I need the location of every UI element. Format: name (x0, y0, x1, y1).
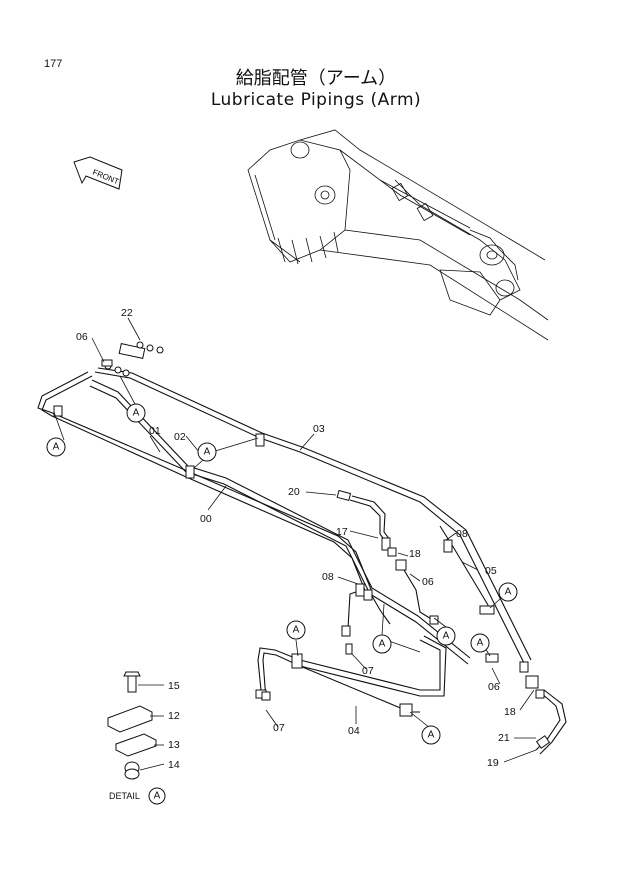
ref-marker-a-7: A (470, 633, 490, 653)
callout-21: 21 (498, 732, 510, 744)
page-number: 177 (44, 58, 63, 70)
callout-08-right: 08 (456, 528, 468, 540)
ref-marker-a-2: A (126, 403, 146, 423)
detail-ref-letter: A (154, 791, 161, 802)
part-number-callouts: 22 06 01 02 03 20 00 17 08 18 05 06 08 0… (76, 307, 516, 771)
callout-19: 19 (487, 757, 499, 769)
svg-text:A: A (133, 408, 140, 419)
callout-02: 02 (174, 431, 186, 443)
callout-06-lower: 06 (488, 681, 500, 693)
callout-06-mid: 06 (422, 576, 434, 588)
pipe-runs (37, 367, 567, 755)
detail-caption: DETAIL A (109, 787, 166, 805)
svg-text:A: A (428, 730, 435, 741)
callout-18-upper: 18 (409, 548, 421, 560)
callout-07-left: 07 (273, 722, 285, 734)
svg-text:A: A (204, 447, 211, 458)
callout-22: 22 (121, 307, 133, 319)
svg-text:A: A (443, 631, 450, 642)
detail-label: DETAIL (109, 791, 140, 801)
callout-04: 04 (348, 725, 360, 737)
ref-marker-a-5: A (372, 634, 392, 654)
fittings (53, 341, 551, 749)
leader-lines (53, 317, 537, 771)
callout-13: 13 (168, 739, 180, 751)
svg-text:A: A (505, 587, 512, 598)
callout-06-top: 06 (76, 331, 88, 343)
title-japanese: 給脂配管（アーム） (235, 68, 397, 89)
callout-07-center: 07 (362, 665, 374, 677)
callout-15: 15 (168, 680, 180, 692)
reference-markers: A A A A A A A A (46, 403, 518, 745)
detail-a-parts (107, 671, 157, 780)
ref-marker-a-6: A (436, 626, 456, 646)
callout-00: 00 (200, 513, 212, 525)
svg-text:A: A (379, 639, 386, 650)
svg-text:A: A (293, 625, 300, 636)
front-direction-arrow: FRONT (73, 156, 123, 190)
callout-20: 20 (288, 486, 300, 498)
callout-18-lower: 18 (504, 706, 516, 718)
callout-17: 17 (336, 526, 348, 538)
callout-14: 14 (168, 759, 180, 771)
callout-03: 03 (313, 423, 325, 435)
svg-text:A: A (53, 442, 60, 453)
ref-marker-a-8: A (498, 582, 518, 602)
title-english: Lubricate Pipings (Arm) (210, 90, 422, 110)
callout-01: 01 (149, 425, 161, 437)
ref-marker-a-3: A (197, 442, 217, 462)
callout-08-left: 08 (322, 571, 334, 583)
callout-05: 05 (485, 565, 497, 577)
ref-marker-a-9: A (421, 725, 441, 745)
callout-12: 12 (168, 710, 180, 722)
svg-text:A: A (477, 638, 484, 649)
ref-marker-a-1: A (46, 437, 66, 457)
arm-overview-sketch (247, 129, 549, 341)
ref-marker-a-4: A (286, 620, 306, 640)
